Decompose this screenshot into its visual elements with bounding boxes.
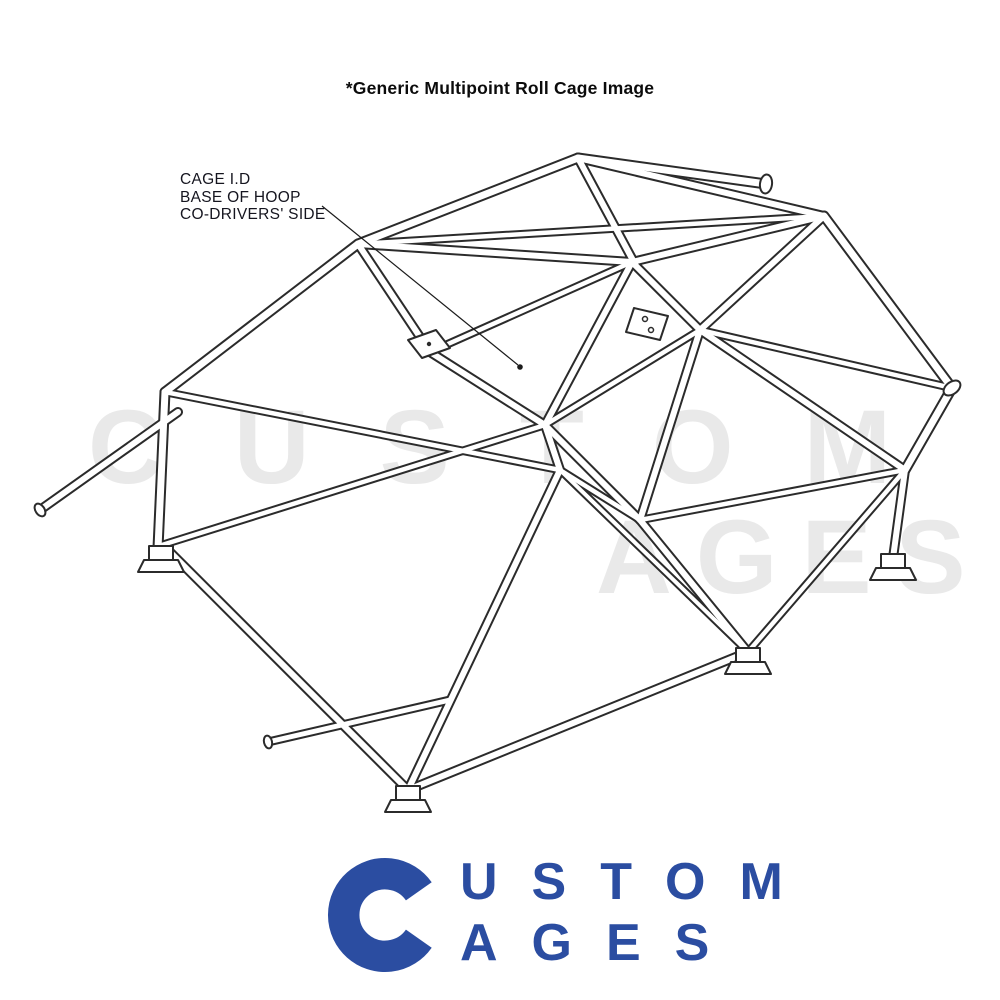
gusset-hole <box>641 315 649 323</box>
cage-tube <box>355 213 827 247</box>
foot-pad <box>724 647 772 675</box>
brand-logo: USTOM AGES <box>326 856 817 974</box>
cage-tube <box>162 389 563 473</box>
cage-tube <box>901 384 956 474</box>
cage-tube <box>427 349 548 428</box>
tube-end-cap <box>758 173 774 195</box>
page-title: *Generic Multipoint Roll Cage Image <box>345 78 655 98</box>
cage-tube <box>542 259 635 428</box>
annotation-dot <box>517 364 523 370</box>
cage-tube <box>697 213 827 333</box>
cage-tube <box>542 327 703 428</box>
annotation-line-1: CAGE I.D <box>180 171 251 188</box>
cage-tube <box>558 468 750 654</box>
gusset-plate <box>625 307 669 341</box>
cage-tube <box>629 259 703 333</box>
cage-tube <box>161 240 362 396</box>
cage-tube <box>405 649 751 793</box>
cage-tube <box>637 517 751 655</box>
mounting-feet <box>137 545 917 813</box>
watermark-line-custom: CUSTOM <box>88 389 962 506</box>
cage-tube <box>355 241 635 265</box>
logo-c-icon <box>328 858 432 972</box>
annotation-leader <box>321 205 523 370</box>
cage-tube <box>265 697 453 745</box>
cage-tube <box>697 327 908 473</box>
logo-text-ustom: USTOM <box>460 853 817 911</box>
cage-tube <box>427 259 635 355</box>
cage-tube <box>575 155 827 219</box>
cage-tube <box>167 549 411 793</box>
cage-tube <box>354 154 582 248</box>
annotation-line-3: CO-DRIVERS' SIDE <box>180 206 326 223</box>
cage-tube <box>355 241 433 355</box>
tube-end-cap <box>262 734 274 750</box>
tube-end-caps <box>33 173 962 750</box>
foot-pad <box>137 545 185 573</box>
cage-tube <box>820 212 956 392</box>
cage-tube <box>405 467 563 793</box>
cage-tube <box>745 467 908 655</box>
logo-text-ages: AGES <box>460 914 744 972</box>
annotation-line-2: BASE OF HOOP <box>180 188 301 206</box>
gusset-hole <box>426 341 432 347</box>
brand-logo-text: USTOM AGES <box>460 856 817 969</box>
foot-pad <box>869 553 917 581</box>
tube-end-cap <box>942 379 962 397</box>
cage-tube <box>542 422 643 523</box>
gusset-hole <box>647 326 655 334</box>
foot-pad <box>384 785 432 813</box>
cage-tube <box>37 409 181 513</box>
leader-line <box>321 205 519 366</box>
cage-tube <box>637 327 703 523</box>
cage-tube <box>159 422 548 548</box>
cage-tube <box>890 467 908 561</box>
cage-tube <box>637 467 908 523</box>
cage-tubes-fill <box>37 154 956 793</box>
cage-tube <box>697 327 955 391</box>
cage-tube <box>629 213 827 265</box>
gusset-plates <box>407 307 669 359</box>
cage-tube <box>154 388 169 552</box>
cage-tube <box>575 155 639 269</box>
cage-tube <box>542 422 563 473</box>
tube-end-cap <box>33 502 47 518</box>
cage-id-annotation: CAGE I.D BASE OF HOOP CO-DRIVERS' SIDE <box>180 171 326 224</box>
cage-tube <box>557 467 643 523</box>
